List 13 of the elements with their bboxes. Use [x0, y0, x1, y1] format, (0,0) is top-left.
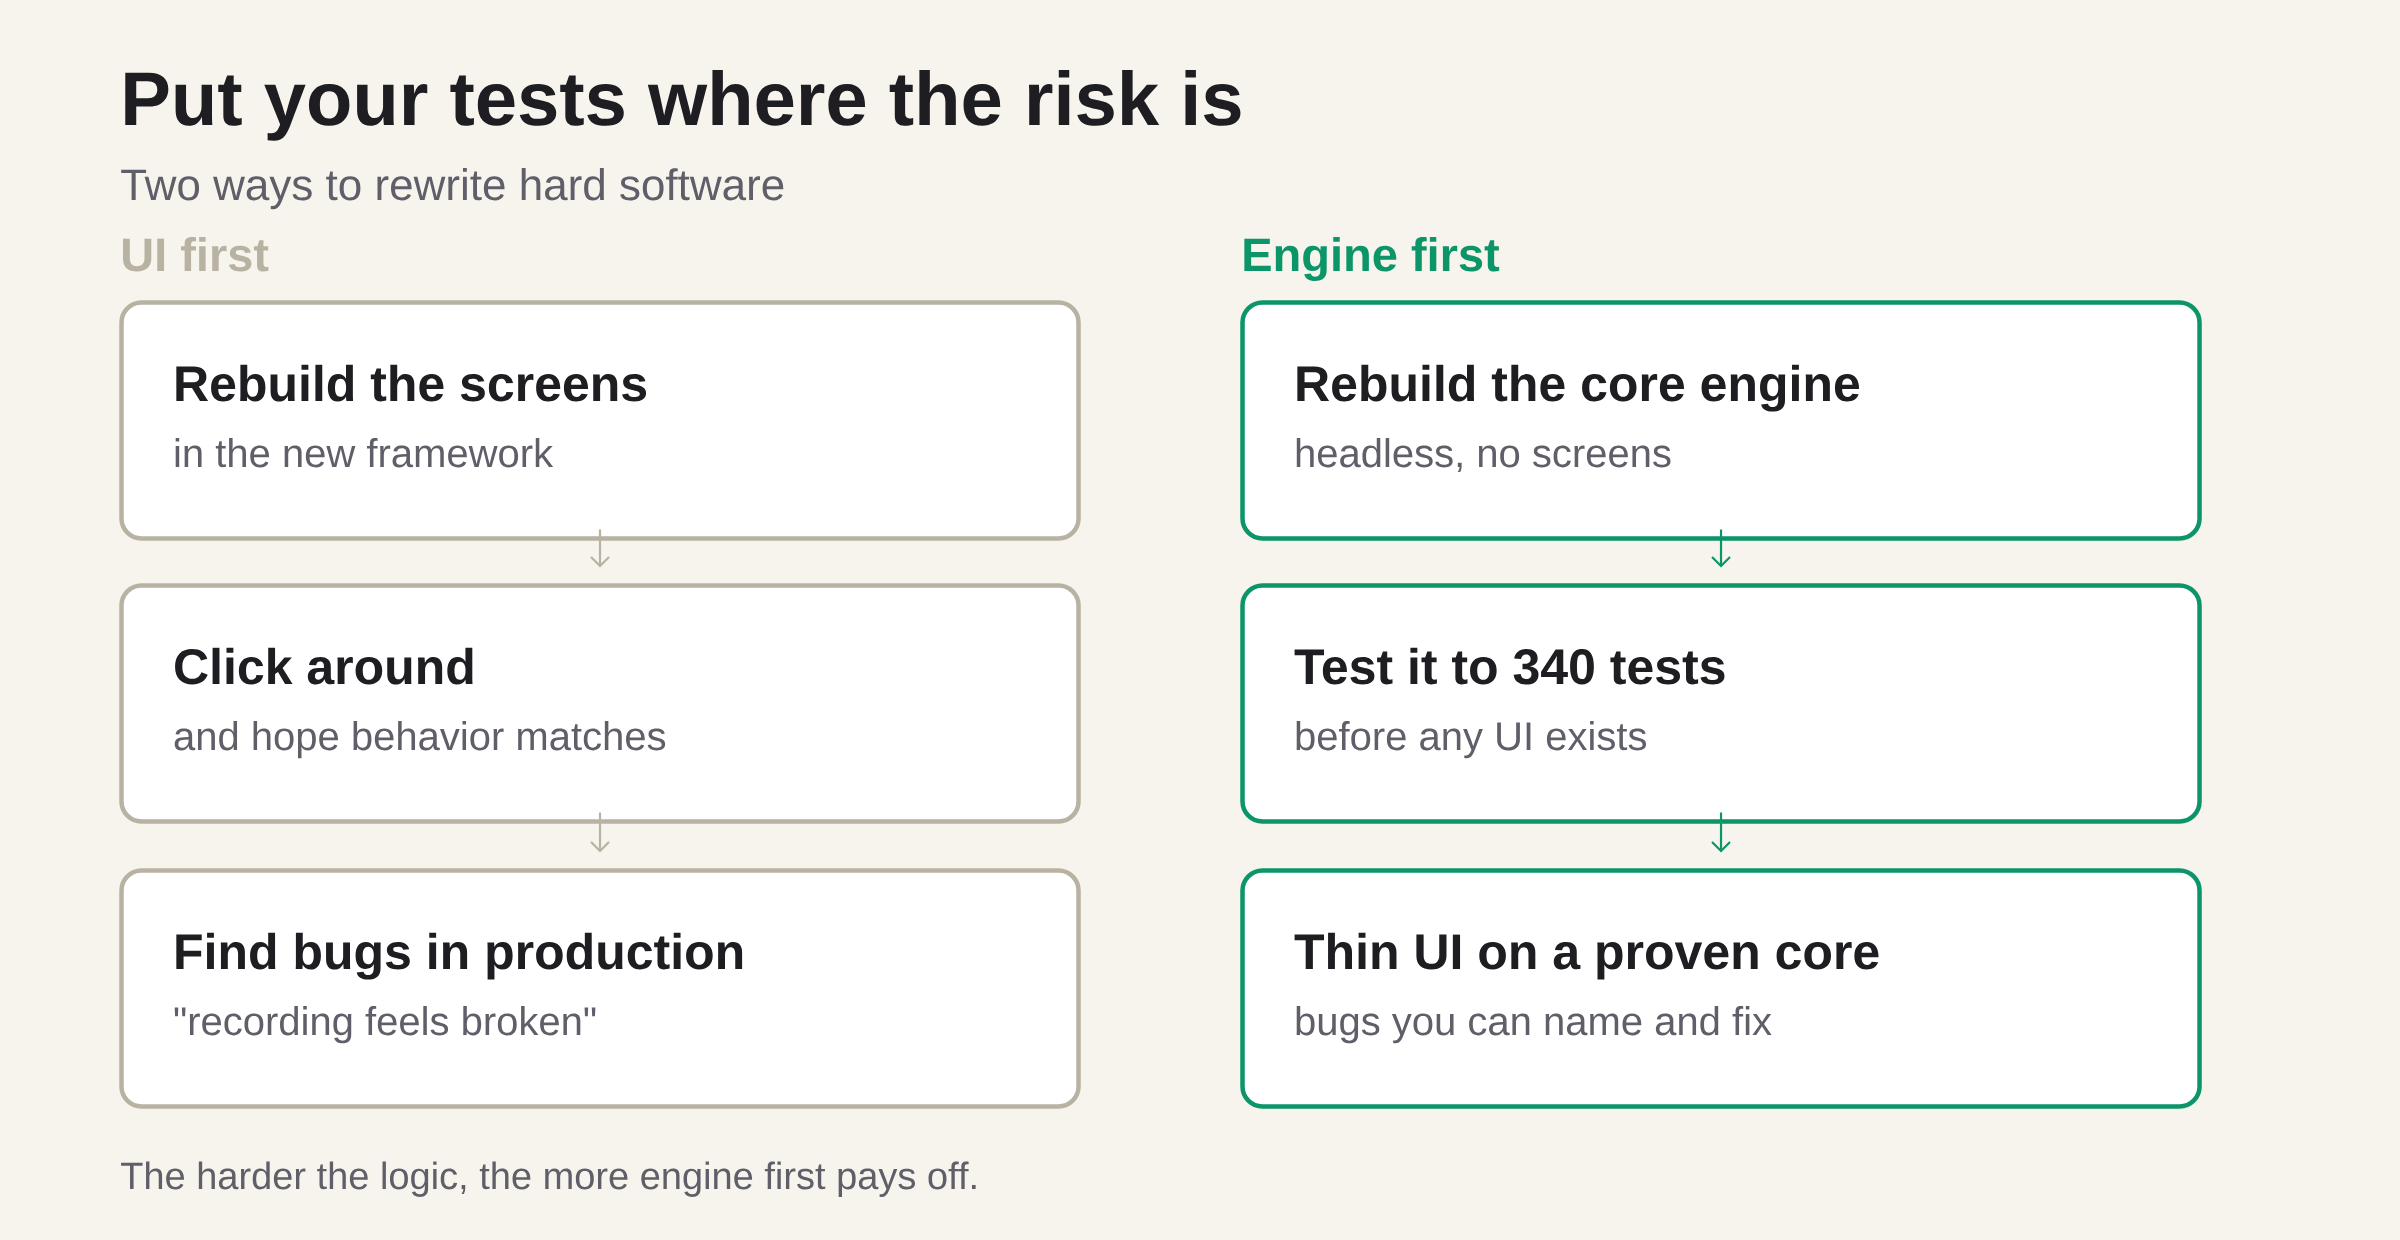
process-box: Find bugs in production "recording feels broken": [119, 868, 1081, 1109]
arrow: [590, 529, 610, 568]
arrow: [1711, 529, 1731, 568]
title: Put your tests where the risk is: [125, 69, 1241, 141]
arrow: [590, 812, 610, 853]
process-box: Test it to 340 tests before any UI exists: [1240, 583, 2202, 824]
process-box: Rebuild the core engine headless, no screens: [1240, 300, 2202, 541]
arrow: [1711, 812, 1731, 853]
caption: The harder the logic, the more engine first pays off.: [121, 1161, 976, 1197]
process-box: Click around and hope behavior matches: [119, 583, 1081, 824]
subtitle: Two ways to rewrite hard software: [121, 168, 784, 210]
process-box: Rebuild the screens in the new framework: [119, 300, 1081, 541]
process-box: Thin UI on a proven core bugs you can name and fix: [1240, 868, 2202, 1109]
